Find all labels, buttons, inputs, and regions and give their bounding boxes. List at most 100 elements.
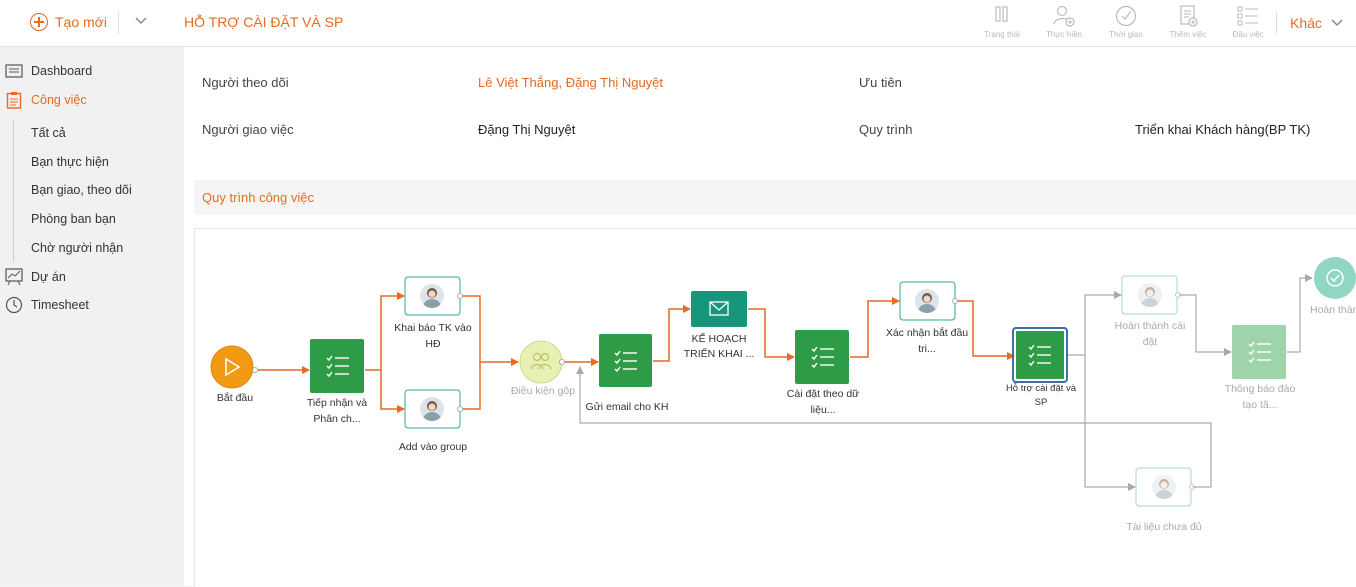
create-new-button[interactable]: Tạo mới: [30, 10, 107, 34]
sidebar-item-tasks[interactable]: Công việc: [0, 90, 87, 110]
sidebar-item-dashboard[interactable]: Dashboard: [0, 61, 92, 81]
chevron-down-icon: [1331, 19, 1343, 27]
process-label: Quy trình: [859, 122, 913, 137]
workflow-section-title: Quy trình công việc: [202, 190, 314, 205]
edge-notify-finish: [1287, 274, 1313, 353]
add-task-tool-button[interactable]: Thêm việc: [1163, 4, 1213, 39]
node-receive[interactable]: Tiếp nhận và Phân ch...: [307, 339, 367, 425]
sidebar-item-timesheet[interactable]: Timesheet: [0, 295, 89, 315]
edge-addgroup-merge: [461, 362, 481, 410]
sidebar-subitem-department[interactable]: Phòng ban bạn: [31, 212, 116, 226]
checklist-icon: [1028, 344, 1051, 367]
workflow-section-header: Quy trình công việc: [194, 180, 1356, 215]
workflow-canvas: Bắt đầu Tiếp nhận và Phân ch... Khai báo…: [194, 228, 1356, 587]
node-addgroup-label-0: Add vào group: [399, 441, 467, 453]
node-addgroup[interactable]: Add vào group: [399, 389, 467, 453]
node-plan-label-0: KẾ HOẠCH: [692, 332, 747, 345]
sidebar-subitem-pending[interactable]: Chờ người nhận: [31, 241, 124, 255]
followers-label: Người theo dõi: [202, 75, 289, 90]
assigner-value: Đặng Thị Nguyệt: [478, 122, 576, 137]
node-confirm-label-0: Xác nhận bắt đầu: [886, 326, 968, 339]
time-tool-button[interactable]: Thời gian: [1101, 4, 1151, 39]
edge-support-complete: [1068, 291, 1122, 356]
edge-email-plan: [653, 305, 691, 362]
add-task-tool-label: Thêm việc: [1169, 30, 1207, 39]
node-install-label-0: Cài đặt theo dữ: [787, 388, 859, 400]
node-confirm-label-1: tri...: [918, 343, 936, 355]
node-support[interactable]: Hỗ trợ cài đặt và SP: [1006, 327, 1077, 408]
edge-install-confirm: [850, 297, 900, 358]
checklist-icon: [1248, 341, 1271, 364]
node-start[interactable]: Bắt đầu: [210, 345, 258, 404]
more-menu-label: Khác: [1290, 15, 1322, 31]
assignee-tool-label: Thực hiện: [1045, 30, 1083, 39]
node-finish[interactable]: Hoàn thàn: [1310, 257, 1356, 316]
tree-line: [13, 120, 14, 262]
edge-declare-merge: [461, 295, 519, 366]
node-install-label-1: liệu...: [810, 404, 835, 416]
add-user-icon: [1053, 5, 1075, 27]
user-avatar: [420, 397, 444, 421]
node-plan[interactable]: KẾ HOẠCH TRIỂN KHAI ...: [684, 291, 755, 360]
create-new-label: Tạo mới: [55, 14, 107, 30]
pause-icon: [995, 6, 1008, 22]
edge-confirm-support: [956, 300, 1015, 360]
status-tool-button[interactable]: Trạng thái: [977, 4, 1027, 39]
sidebar-item-label: Công việc: [31, 93, 87, 107]
more-menu-button[interactable]: Khác: [1290, 15, 1344, 31]
node-finish-label-0: Hoàn thàn: [1310, 304, 1356, 316]
status-tool-label: Trạng thái: [984, 30, 1020, 39]
assignee-tool-button[interactable]: Thực hiện: [1039, 4, 1089, 39]
node-missing[interactable]: [1135, 467, 1195, 507]
top-toolbar: Tạo mới HỖ TRỢ CÀI ĐẶT VÀ SP Trạng thái …: [0, 0, 1356, 47]
node-receive-label-0: Tiếp nhận và: [307, 397, 367, 409]
edge-complete-notify: [1179, 294, 1232, 356]
sidebar-item-projects[interactable]: Dự án: [0, 267, 66, 287]
check-circle-icon: [1326, 269, 1344, 287]
node-missing-label-0: Tài liệu chưa đủ: [1126, 521, 1201, 533]
subtask-tool-button[interactable]: Đầu việc: [1223, 4, 1273, 39]
node-email[interactable]: Gửi email cho KH: [586, 334, 669, 413]
node-complete[interactable]: [1121, 275, 1181, 315]
node-plan-label-1: TRIỂN KHAI ...: [684, 347, 755, 360]
add-document-icon: [1180, 5, 1198, 27]
node-notify-label-0: Thông báo đào: [1225, 383, 1296, 395]
edge-receive-addgroup: [380, 370, 405, 413]
edge-support-missing: [1084, 355, 1136, 491]
page-title: HỖ TRỢ CÀI ĐẶT VÀ SP: [184, 14, 344, 30]
priority-label: Ưu tiên: [859, 75, 902, 90]
connector-lines: [255, 274, 1313, 491]
node-support-label-0: Hỗ trợ cài đặt và: [1006, 383, 1077, 394]
sidebar-item-label: Dashboard: [31, 64, 93, 78]
checklist-icon: [614, 350, 637, 373]
node-install[interactable]: Cài đặt theo dữ liệu...: [787, 330, 859, 416]
edge-plan-install: [748, 308, 795, 361]
clock-check-icon: [1115, 5, 1137, 27]
workflow-diagram: Bắt đầu Tiếp nhận và Phân ch... Khai báo…: [210, 257, 1356, 533]
sidebar-subitem-assigned[interactable]: Bạn thực hiện: [31, 155, 109, 169]
node-confirm[interactable]: Xác nhận bắt đầu tri...: [886, 281, 968, 355]
toolbar-divider: [118, 12, 119, 34]
clipboard-icon: [5, 91, 23, 109]
plus-circle-icon: [30, 13, 48, 31]
sidebar-subitem-all[interactable]: Tất cả: [31, 126, 66, 140]
node-complete-label-0: Hoàn thành cài: [1115, 320, 1186, 332]
sidebar-subitem-following[interactable]: Bạn giao, theo dõi: [31, 183, 132, 197]
chevron-down-icon[interactable]: [134, 14, 148, 28]
edge-missing-loop: [576, 366, 1212, 488]
assigner-label: Người giao việc: [202, 122, 294, 137]
node-declare[interactable]: Khai báo TK vào HĐ: [394, 276, 472, 350]
sidebar: Dashboard Công việc Tất cả Bạn thực hiện…: [0, 47, 184, 586]
play-icon: [225, 357, 241, 377]
node-merge[interactable]: Điều kiện gộp: [511, 340, 575, 397]
node-notify[interactable]: Thông báo đào tạo tã...: [1225, 325, 1296, 411]
user-avatar: [420, 284, 444, 308]
node-declare-label-1: HĐ: [425, 338, 441, 350]
node-start-label-0: Bắt đầu: [217, 391, 253, 404]
user-avatar: [915, 289, 939, 313]
user-avatar: [1152, 475, 1176, 499]
clock-icon: [5, 296, 23, 314]
followers-value[interactable]: Lê Việt Thắng, Đặng Thị Nguyệt: [478, 75, 664, 90]
project-chart-icon: [5, 268, 23, 286]
sidebar-item-label: Dự án: [31, 270, 66, 284]
